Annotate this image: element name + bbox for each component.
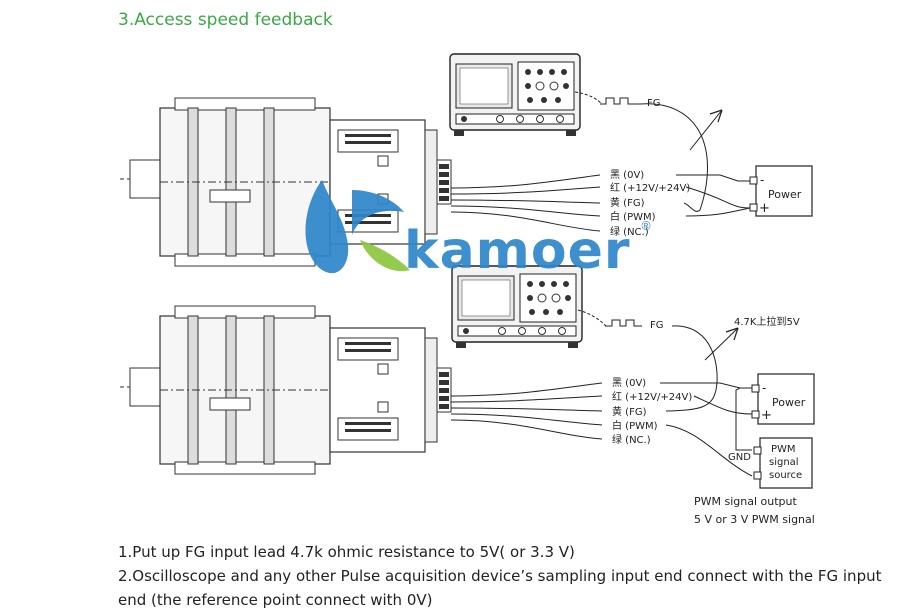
top-oscilloscope <box>449 53 581 137</box>
bottom-fg-label: FG <box>650 320 664 331</box>
bottom-wire-green: 绿 (NC.) <box>612 433 651 446</box>
page-heading: 3.Access speed feedback <box>118 10 333 30</box>
watermark-registered: ® <box>640 219 652 233</box>
pwm-output-line-1: PWM signal output <box>694 495 798 508</box>
notes: 1.Put up FG input lead 4.7k ohmic resist… <box>118 540 898 612</box>
top-wire-black: 黑 (0V) <box>610 169 644 181</box>
wiring-diagram: FG 黑 (0V) 红 (+12V/+24V) 黄 (FG) 白 (PWM) 绿… <box>119 53 815 526</box>
bottom-minus-sign: - <box>762 381 766 395</box>
bottom-diagram: FG 4.7K上拉到5V 黑 (0V) 红 (+12V/+24V) 黄 (FG)… <box>119 265 815 526</box>
bottom-motor-pump <box>119 305 452 475</box>
bottom-wire-red: 红 (+12V/+24V) <box>612 390 692 403</box>
top-diagram: FG 黑 (0V) 红 (+12V/+24V) 黄 (FG) 白 (PWM) 绿… <box>119 53 813 267</box>
top-motor-pump <box>119 97 452 267</box>
top-fg-label: FG <box>647 98 661 109</box>
bottom-wire-black: 黑 (0V) <box>612 377 646 389</box>
note-1: 1.Put up FG input lead 4.7k ohmic resist… <box>118 543 575 561</box>
top-wire-white: 白 (PWM) <box>610 210 656 223</box>
top-wire-yellow: 黄 (FG) <box>610 196 645 209</box>
note-2: 2.Oscilloscope and any other Pulse acqui… <box>118 567 882 585</box>
top-power-label: Power <box>768 188 802 201</box>
bottom-power-label: Power <box>772 396 806 409</box>
bottom-power-box <box>757 373 815 425</box>
pwm-source-line-2: signal <box>769 457 799 468</box>
top-minus-sign: - <box>760 173 764 187</box>
note-3: end (the reference point connect with 0V… <box>118 591 433 609</box>
top-power-box <box>755 165 813 217</box>
watermark-text: kamoer <box>404 221 631 281</box>
pwm-output-line-2: 5 V or 3 V PWM signal <box>694 513 815 526</box>
bottom-plus-sign: + <box>761 408 772 423</box>
pullup-label: 4.7K上拉到5V <box>734 315 800 328</box>
pwm-source-box <box>759 437 813 489</box>
pwm-source-line-1: PWM <box>771 444 796 455</box>
top-wire-green: 绿 (NC.) <box>610 225 649 238</box>
top-wire-red: 红 (+12V/+24V) <box>610 181 690 194</box>
watermark-leaf-icon <box>360 240 410 272</box>
kamoer-watermark: kamoer ® <box>305 180 652 281</box>
top-plus-sign: + <box>759 201 770 216</box>
bottom-wire-white: 白 (PWM) <box>612 419 658 432</box>
bottom-wire-yellow: 黄 (FG) <box>612 405 647 418</box>
gnd-label: GND <box>728 452 751 463</box>
watermark-drop-icon <box>305 180 349 274</box>
pwm-source-line-3: source <box>769 470 802 481</box>
